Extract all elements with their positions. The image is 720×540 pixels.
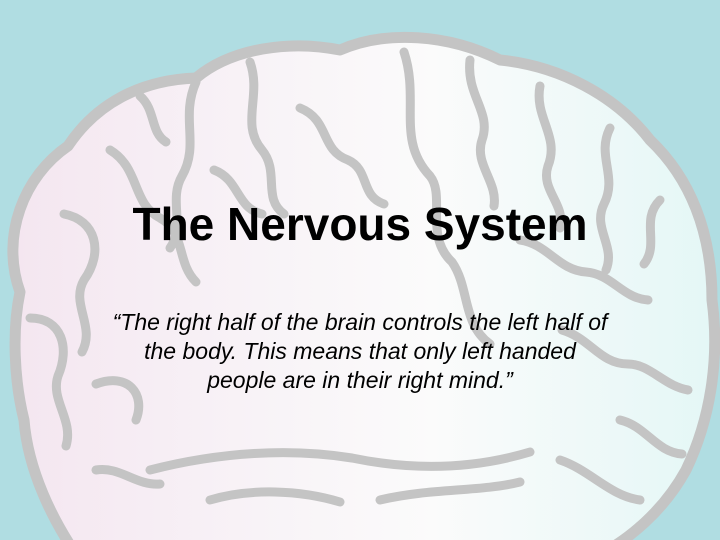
slide-quote: “The right half of the brain controls th… xyxy=(112,309,608,393)
slide-title: The Nervous System xyxy=(132,198,588,250)
brain-folds xyxy=(25,47,693,507)
